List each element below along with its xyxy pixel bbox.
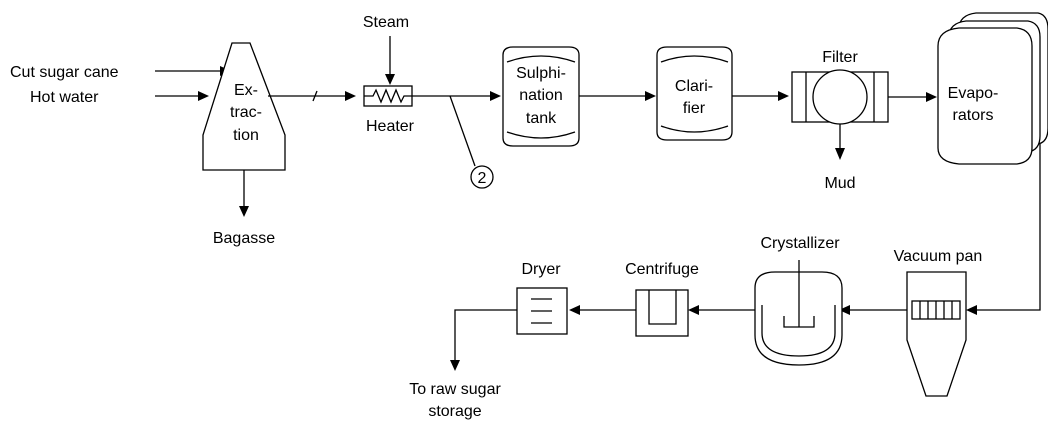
calandria-tubes (919, 301, 953, 319)
sulphination-bottom-head (506, 131, 576, 139)
evaporators-label-1: Evapo- (948, 85, 999, 102)
centrifuge-casing (635, 289, 689, 337)
filter-label: Filter (822, 49, 858, 66)
sulphination-inlet-arrowhead (490, 91, 501, 101)
heater-label: Heater (366, 118, 415, 135)
filter-inlet-arrowhead (778, 91, 789, 101)
dryer-inlet-arrowhead (569, 305, 580, 315)
vacuum-pan-inlet-arrowhead (966, 305, 977, 315)
vacuum-pan-label: Vacuum pan (894, 248, 983, 265)
water-arrowhead (198, 91, 209, 101)
clarifier-top-head (660, 55, 729, 63)
dryer-box (516, 287, 568, 335)
stream-tag-number: 2 (478, 170, 487, 187)
dryer-label: Dryer (521, 261, 561, 278)
sulphination-label-2: nation (519, 87, 563, 104)
vacuum-pan-unit: Vacuum pan (894, 248, 983, 397)
extraction-label-3: tion (233, 127, 259, 144)
stream-tag-circle (470, 165, 494, 189)
storage-arrowhead (450, 360, 460, 371)
extraction-label-1: Ex- (234, 82, 258, 99)
product-line (454, 309, 517, 362)
mud-label: Mud (824, 175, 855, 192)
stream-tag-leader (449, 95, 476, 167)
clarifier-label-2: fier (683, 100, 706, 117)
centrifuge-inlet-arrowhead (688, 305, 699, 315)
extraction-vessel (202, 42, 286, 171)
feed-labels: Cut sugar cane Hot water (10, 64, 119, 106)
agitator-blade (783, 316, 815, 328)
sulphination-label-3: tank (526, 110, 557, 127)
mud-arrowhead (835, 148, 845, 160)
clarifier-inlet-arrowhead (645, 91, 656, 101)
vacuum-pan-vessel (906, 271, 967, 397)
heater-coil (364, 88, 412, 104)
evaporator-body-1 (937, 27, 1033, 165)
cut-sugar-cane-label: Cut sugar cane (10, 64, 119, 81)
centrifuge-label: Centrifuge (625, 261, 699, 278)
bagasse-label: Bagasse (213, 230, 275, 247)
evaporator-outlet-line (975, 144, 1041, 311)
sulphination-vessel (502, 46, 580, 147)
hot-water-label: Hot water (30, 89, 99, 106)
to-storage-label-1: To raw sugar (409, 381, 501, 398)
steam-label: Steam (363, 14, 409, 31)
heater-unit: Steam Heater (363, 14, 415, 135)
evaporator-inlet-arrowhead (926, 92, 937, 102)
to-storage-label-2: storage (428, 403, 481, 420)
heater-inlet-arrowhead (345, 91, 356, 101)
centrifuge-basket (648, 290, 677, 325)
filter-drum (812, 69, 868, 125)
crystallizer-inlet-arrowhead (839, 305, 850, 315)
sulphination-top-head (506, 55, 576, 63)
clarifier-vessel (656, 46, 733, 141)
clarifier-unit: Clari- fier (656, 46, 733, 141)
evaporators-unit: Evapo- rators (937, 12, 1048, 165)
extraction-unit: Ex- trac- tion (202, 42, 286, 171)
centrifuge-unit: Centrifuge (625, 261, 699, 337)
filter-unit: Filter Mud (791, 49, 889, 192)
bagasse-arrowhead (239, 206, 249, 217)
steam-arrowhead (385, 74, 395, 85)
crystallizer-unit: Crystallizer (754, 235, 843, 366)
clarifier-label-1: Clari- (675, 78, 713, 95)
clarifier-bottom-head (660, 125, 729, 133)
sulphination-tank: Sulphi- nation tank (502, 46, 580, 147)
evaporators-label-2: rators (953, 107, 994, 124)
crystallizer-label: Crystallizer (760, 235, 840, 252)
juice-line-tick (312, 90, 318, 102)
extraction-label-2: trac- (230, 104, 262, 121)
dryer-unit: Dryer (516, 261, 568, 335)
sulphination-label-1: Sulphi- (516, 65, 566, 82)
crystallizer-jacket (761, 305, 836, 357)
